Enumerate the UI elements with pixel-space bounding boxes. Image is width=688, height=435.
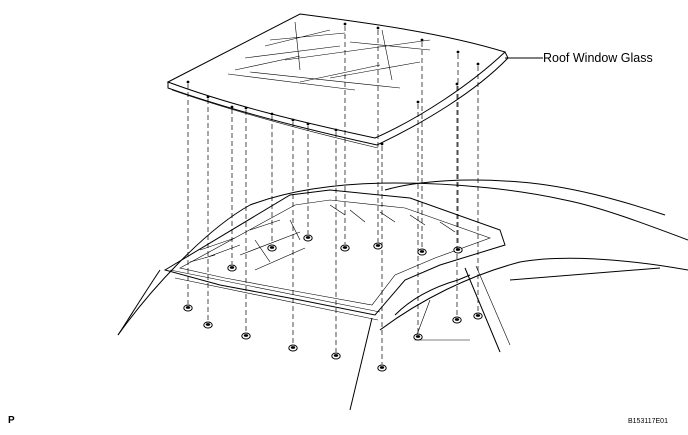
fastener-clip-core [379, 366, 385, 369]
glass-outline-top [166, 13, 506, 139]
rear-door-edge [509, 267, 661, 281]
glass-mount-hole [416, 100, 420, 104]
roof-window-glass-label: Roof Window Glass [543, 51, 653, 65]
door-frame-lower [414, 299, 470, 341]
glass-edge-lower [167, 51, 509, 146]
fastener-clip-core [375, 244, 381, 247]
car-roof-rear-curve [384, 179, 666, 216]
front-door-top [394, 274, 471, 316]
fastener-clip-core [290, 346, 296, 349]
fastener-clip-core [415, 335, 421, 338]
glass-mount-hole [420, 38, 424, 42]
clip-group [183, 22, 483, 372]
fastener-clip-core [342, 246, 348, 249]
glass-mount-hole [270, 112, 274, 116]
glass-mount-hole [456, 50, 460, 54]
fastener-clip-core [475, 314, 481, 317]
a-pillar [117, 269, 161, 336]
rail-detail [189, 204, 456, 271]
glass-mount-hole [455, 82, 459, 86]
glass-mount-hole [186, 80, 190, 84]
car-body [117, 179, 688, 411]
glass-mount-hole [244, 106, 248, 110]
glass-mount-hole [206, 95, 210, 99]
fastener-clip-core [229, 266, 235, 269]
glass-mount-hole [476, 62, 480, 66]
car-roof-outline [117, 182, 688, 336]
fastener-clip-core [243, 334, 249, 337]
fastener-clip-core [333, 354, 339, 357]
fastener-clip-core [455, 248, 461, 251]
fastener-clip-core [305, 236, 311, 239]
glass-reflection-cross [227, 21, 401, 91]
figure-code: B153117E01 [628, 418, 668, 425]
fastener-clip-core [269, 246, 275, 249]
corner-mark: P [8, 415, 15, 426]
glass-mount-hole [334, 128, 338, 132]
door-window-line [379, 257, 688, 331]
fastener-clip-core [205, 323, 211, 326]
b-pillar-inner [475, 265, 511, 346]
glass-mount-hole [343, 22, 347, 26]
roof-opening-inner [179, 199, 491, 306]
roof-window-glass [166, 13, 543, 149]
glass-mount-hole [376, 26, 380, 30]
b-pillar [464, 267, 501, 353]
glass-edge-bottom [171, 89, 379, 149]
fastener-clip-core [419, 250, 425, 253]
fastener-clip-core [185, 306, 191, 309]
front-trim-strip [169, 269, 381, 321]
glass-mount-hole [230, 105, 234, 109]
roof-opening-frame [163, 189, 506, 316]
glass-mount-hole [291, 118, 295, 122]
glass-reflection [234, 29, 431, 83]
door-frame-front [349, 317, 373, 411]
fastener-clip-core [454, 318, 460, 321]
glass-mount-hole [380, 142, 384, 146]
glass-mount-hole [306, 122, 310, 126]
